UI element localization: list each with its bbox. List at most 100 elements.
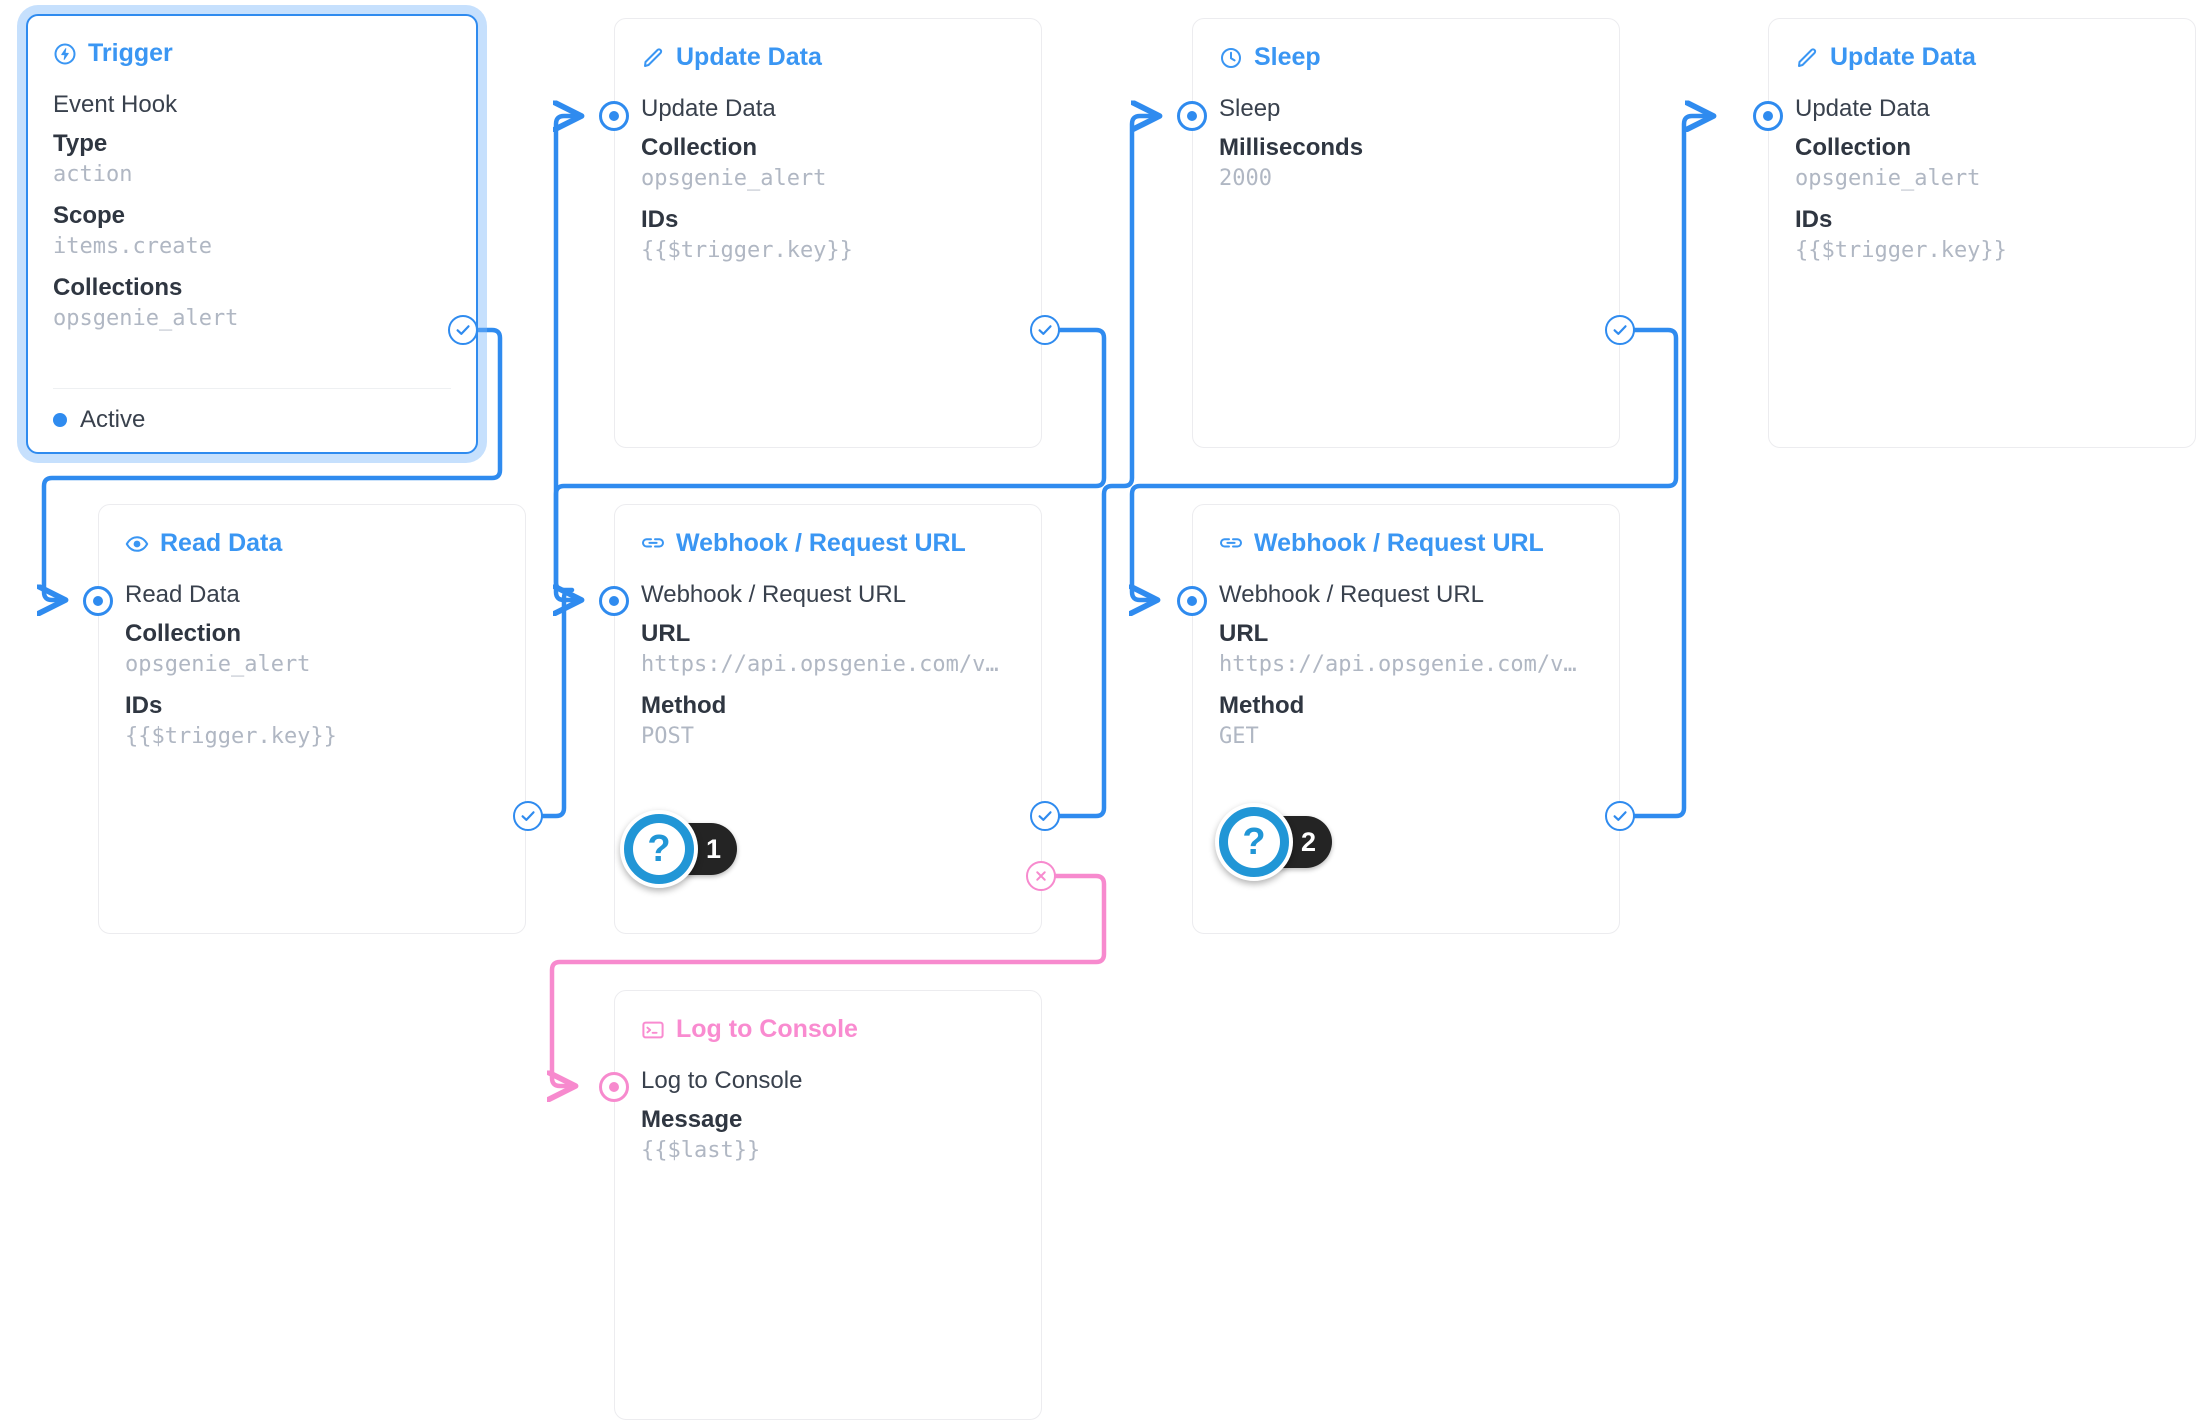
field-value: https://api.opsgenie.com/v… xyxy=(641,652,999,678)
input-port-update-data-1[interactable] xyxy=(599,101,629,131)
clock-icon xyxy=(1219,46,1243,70)
node-title-text: Log to Console xyxy=(676,1015,858,1043)
node-title-update-data-1: Update Data xyxy=(641,45,1015,70)
node-title-text: Sleep xyxy=(1254,43,1321,71)
node-card-update-data-1[interactable]: Update Data Update Data Collection opsge… xyxy=(614,18,1042,448)
node-operation-name: Webhook / Request URL xyxy=(1219,581,1485,608)
field-label: Method xyxy=(641,691,727,719)
node-status-footer: Active xyxy=(53,388,451,432)
node-card-trigger[interactable]: Trigger Event Hook Type action Scope ite… xyxy=(26,14,478,454)
help-badge-2[interactable]: ? 2 xyxy=(1215,803,1333,881)
reject-port-webhook-post[interactable] xyxy=(1026,861,1056,891)
field-value: {{$trigger.key}} xyxy=(125,724,337,750)
question-mark-glyph: ? xyxy=(1228,816,1280,868)
input-port-read-data[interactable] xyxy=(83,586,113,616)
field-label: Type xyxy=(53,129,108,157)
input-port-webhook-get[interactable] xyxy=(1177,586,1207,616)
field-label: Collections xyxy=(53,273,183,301)
node-title-webhook-get: Webhook / Request URL xyxy=(1219,531,1593,556)
node-field: Type action xyxy=(53,130,451,190)
input-port-webhook-post[interactable] xyxy=(599,586,629,616)
node-field: URL https://api.opsgenie.com/v… xyxy=(1219,620,1593,680)
node-title-text: Read Data xyxy=(160,529,283,557)
node-field: Collection opsgenie_alert xyxy=(1795,134,2169,194)
field-value: GET xyxy=(1219,724,1259,750)
resolve-port-trigger[interactable] xyxy=(448,315,478,345)
eye-icon xyxy=(125,532,149,556)
resolve-port-webhook-post[interactable] xyxy=(1030,801,1060,831)
node-card-log-to-console[interactable]: Log to Console Log to Console Message {{… xyxy=(614,990,1042,1420)
field-value: 2000 xyxy=(1219,166,1272,192)
node-title-read-data: Read Data xyxy=(125,531,499,556)
edge-read-data-to-update-data-1 xyxy=(535,116,580,819)
edge-webhook-get-to-update-data-2 xyxy=(1617,116,1712,819)
node-field: Method GET xyxy=(1219,692,1593,752)
resolve-port-webhook-get[interactable] xyxy=(1605,801,1635,831)
node-operation-name: Update Data xyxy=(1795,95,1930,122)
node-field: IDs {{$trigger.key}} xyxy=(1795,206,2169,266)
field-label: Milliseconds xyxy=(1219,133,1364,161)
field-value: {{$trigger.key}} xyxy=(641,238,853,264)
field-label: Collection xyxy=(125,619,242,647)
field-label: Scope xyxy=(53,201,126,229)
node-operation-name: Read Data xyxy=(125,581,240,608)
field-label: Collection xyxy=(1795,133,1912,161)
field-label: URL xyxy=(1219,619,1269,647)
field-value: action xyxy=(53,162,133,188)
node-field: Collection opsgenie_alert xyxy=(125,620,499,680)
status-dot-icon xyxy=(53,413,67,427)
node-field: Milliseconds 2000 xyxy=(1219,134,1593,194)
edge-webhook-post-to-sleep xyxy=(1042,116,1158,819)
field-value: POST xyxy=(641,724,694,750)
console-icon xyxy=(641,1018,665,1042)
node-field: Collections opsgenie_alert xyxy=(53,274,451,334)
field-value: opsgenie_alert xyxy=(1795,166,1981,192)
node-operation-name: Log to Console xyxy=(641,1067,803,1094)
field-value: https://api.opsgenie.com/v… xyxy=(1219,652,1577,678)
question-mark-icon[interactable]: ? xyxy=(620,810,698,888)
node-operation-name: Webhook / Request URL xyxy=(641,581,907,608)
input-port-update-data-2[interactable] xyxy=(1753,101,1783,131)
node-operation-name: Sleep xyxy=(1219,95,1281,122)
field-value: opsgenie_alert xyxy=(641,166,827,192)
question-mark-glyph: ? xyxy=(633,823,685,875)
field-value: {{$trigger.key}} xyxy=(1795,238,2007,264)
resolve-port-update-data-1[interactable] xyxy=(1030,315,1060,345)
node-card-update-data-2[interactable]: Update Data Update Data Collection opsge… xyxy=(1768,18,2196,448)
pencil-icon xyxy=(1795,46,1819,70)
question-mark-icon[interactable]: ? xyxy=(1215,803,1293,881)
node-title-text: Trigger xyxy=(88,39,173,67)
node-field: IDs {{$trigger.key}} xyxy=(125,692,499,752)
node-field: IDs {{$trigger.key}} xyxy=(641,206,1015,266)
link-icon xyxy=(641,532,665,556)
node-card-sleep[interactable]: Sleep Sleep Milliseconds 2000 xyxy=(1192,18,1620,448)
node-title-text: Webhook / Request URL xyxy=(1254,529,1544,557)
help-badge-1[interactable]: ? 1 xyxy=(620,810,738,888)
field-value: opsgenie_alert xyxy=(125,652,311,678)
node-title-text: Update Data xyxy=(676,43,822,71)
field-label: Collection xyxy=(641,133,758,161)
node-title-log-to-console: Log to Console xyxy=(641,1017,1015,1042)
input-port-log-to-console[interactable] xyxy=(599,1072,629,1102)
node-card-read-data[interactable]: Read Data Read Data Collection opsgenie_… xyxy=(98,504,526,934)
node-title-sleep: Sleep xyxy=(1219,45,1593,70)
resolve-port-read-data[interactable] xyxy=(513,801,543,831)
field-value: items.create xyxy=(53,234,212,260)
field-label: IDs xyxy=(1795,205,1833,233)
field-label: IDs xyxy=(641,205,679,233)
node-title-trigger: Trigger xyxy=(53,41,451,66)
field-value: {{$last}} xyxy=(641,1138,761,1164)
node-title-text: Update Data xyxy=(1830,43,1976,71)
node-field: URL https://api.opsgenie.com/v… xyxy=(641,620,1015,680)
node-field: Message {{$last}} xyxy=(641,1106,1015,1166)
node-title-update-data-2: Update Data xyxy=(1795,45,2169,70)
field-label: Method xyxy=(1219,691,1305,719)
field-value: opsgenie_alert xyxy=(53,306,239,332)
link-icon xyxy=(1219,532,1243,556)
node-field: Collection opsgenie_alert xyxy=(641,134,1015,194)
resolve-port-sleep[interactable] xyxy=(1605,315,1635,345)
input-port-sleep[interactable] xyxy=(1177,101,1207,131)
field-label: Message xyxy=(641,1105,743,1133)
node-field: Method POST xyxy=(641,692,1015,752)
